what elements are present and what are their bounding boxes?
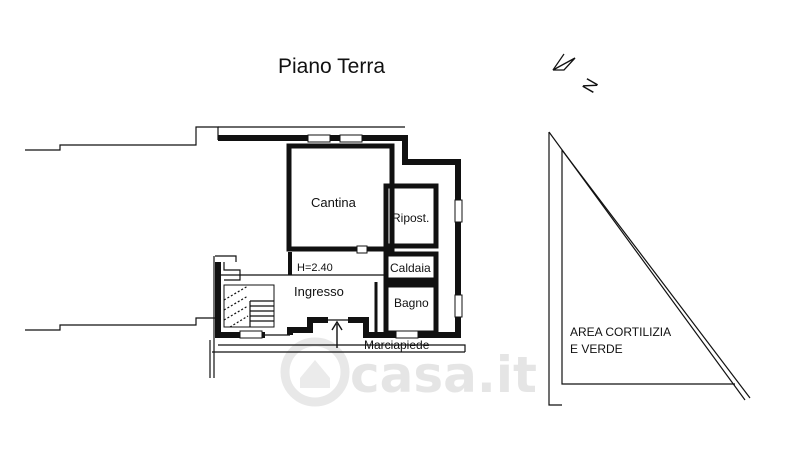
- entrance-arrow-icon: [331, 320, 343, 348]
- room-label-bagno: Bagno: [394, 296, 429, 310]
- north-arrow-icon: N: [552, 53, 602, 96]
- watermark-text: casa.it: [350, 346, 537, 404]
- north-label: N: [578, 75, 602, 96]
- courtyard-outline: [548, 131, 751, 406]
- neighbour-building: [25, 126, 405, 378]
- windows: [239, 134, 463, 339]
- room-label-ingresso: Ingresso: [294, 284, 344, 299]
- watermark-logo-icon: [280, 337, 350, 407]
- room-label-cantina: Cantina: [311, 195, 357, 210]
- interior-walls: [218, 143, 439, 338]
- courtyard-label-line2: E VERDE: [570, 342, 623, 356]
- courtyard-label-line1: AREA CORTILIZIA: [570, 325, 671, 339]
- watermark-house-icon: [300, 360, 330, 388]
- staircase: [223, 284, 275, 328]
- room-label-ripostiglio: Ripost.: [392, 211, 429, 225]
- room-label-caldaia: Caldaia: [390, 261, 431, 275]
- sidewalk-label: Marciapiede: [364, 338, 430, 352]
- watermark: casa.it: [280, 337, 537, 407]
- plan-title: Piano Terra: [278, 55, 385, 78]
- ceiling-height-label: H=2.40: [297, 262, 333, 274]
